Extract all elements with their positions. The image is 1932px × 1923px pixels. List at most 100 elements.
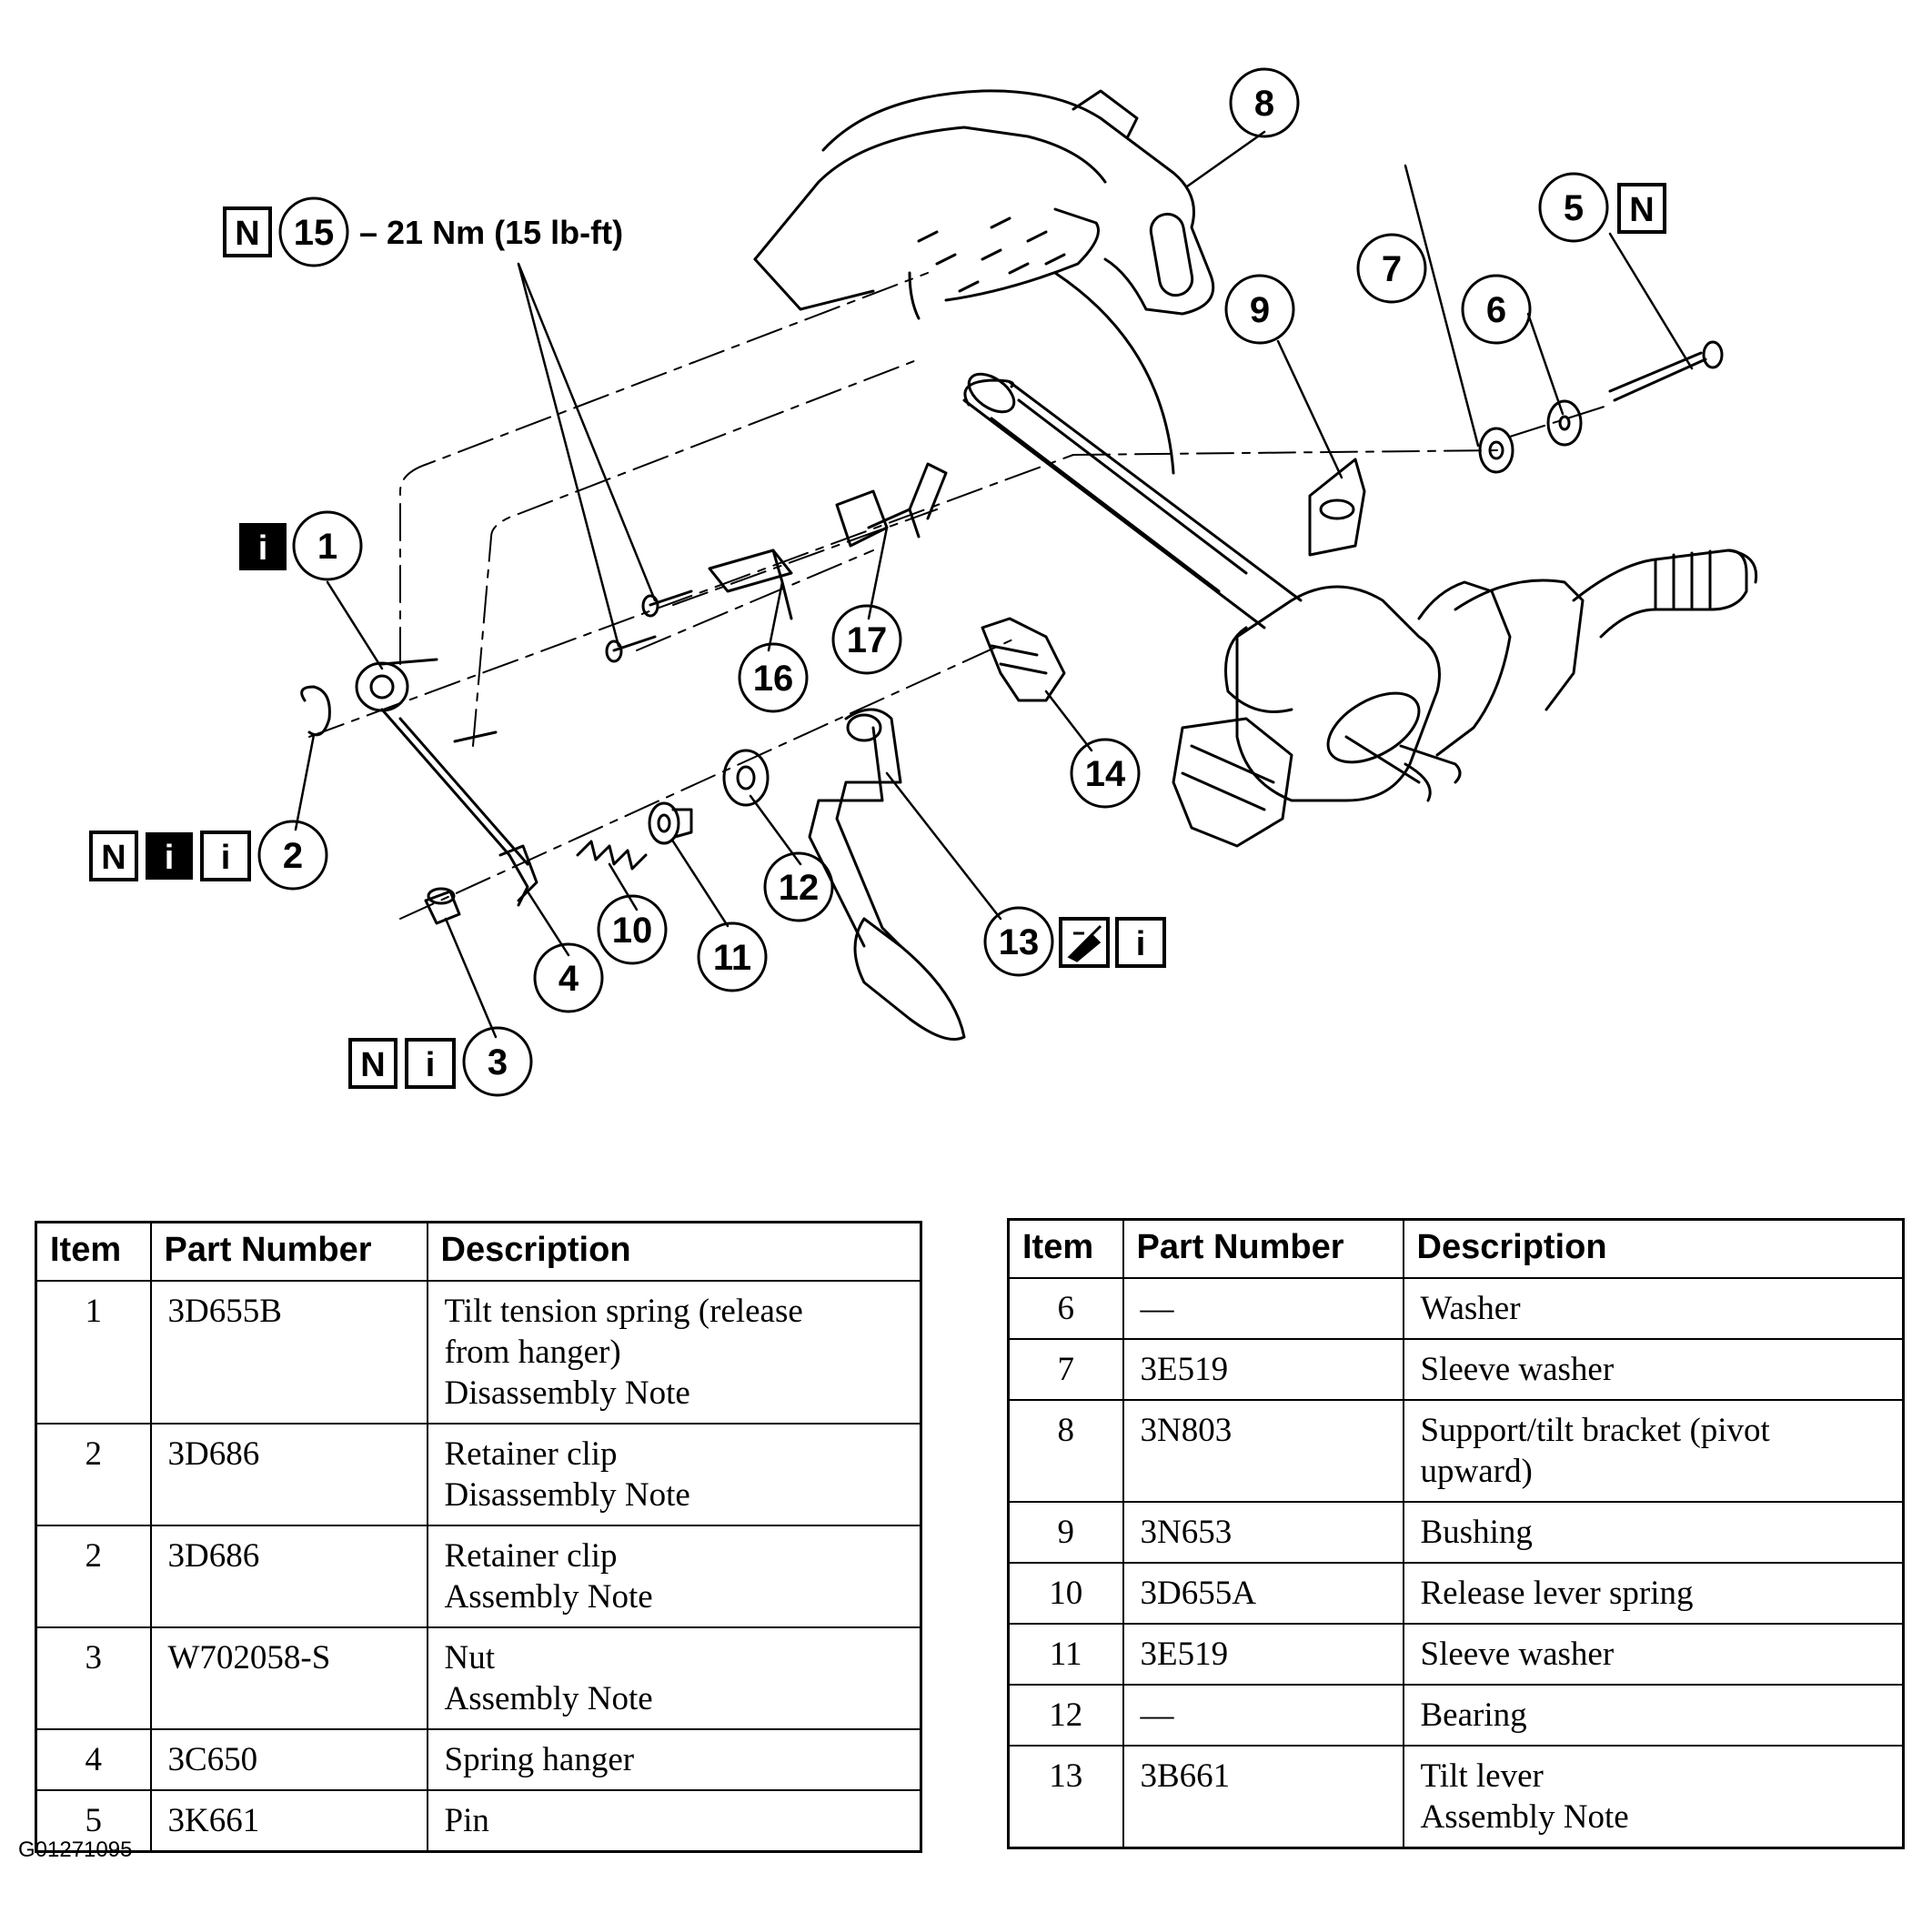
callout-7: 7: [1356, 233, 1427, 304]
svg-text:11: 11: [713, 938, 751, 978]
bracket-17-part: [835, 462, 948, 548]
cell-part-number: —: [1122, 1684, 1404, 1747]
description-line: Washer: [1420, 1290, 1521, 1327]
washer-6-part: [1546, 399, 1583, 447]
svg-text:4: 4: [558, 959, 579, 999]
description-line: Retainer clip: [444, 1537, 618, 1575]
svg-text:16: 16: [753, 659, 794, 699]
alignment-lines: [308, 272, 1611, 920]
cell-part-number: 3E519: [1122, 1623, 1404, 1686]
svg-text:13: 13: [999, 922, 1040, 962]
description-line: Tilt lever: [1420, 1757, 1544, 1795]
callout-8: 8: [1229, 67, 1300, 138]
callout-16: 16: [738, 642, 809, 713]
callout-17: 17: [831, 604, 902, 675]
cell-part-number: 3N803: [1122, 1399, 1404, 1503]
svg-text:10: 10: [612, 911, 653, 951]
cell-item: 11: [1007, 1623, 1124, 1686]
table-header-row: Item Part Number Description: [35, 1221, 922, 1282]
bearing-part: [722, 749, 770, 807]
svg-text:6: 6: [1486, 290, 1506, 330]
svg-text:17: 17: [847, 620, 888, 660]
pin-part: [1608, 340, 1724, 402]
svg-text:N: N: [235, 215, 259, 253]
cell-part-number: 3K661: [149, 1789, 428, 1853]
svg-text:i: i: [1136, 925, 1146, 963]
cell-item: 6: [1007, 1277, 1124, 1340]
column-header-item: Item: [1007, 1218, 1124, 1279]
cell-part-number: 3D655B: [149, 1280, 428, 1425]
description-line: Tilt tension spring (release: [444, 1293, 803, 1330]
callout-group: 8 5 7 6 9 15 1 2 16 17 14 12 10 11 4 3 1…: [257, 67, 1609, 1097]
cell-item: 9: [1007, 1501, 1124, 1564]
leader-lines: [294, 130, 1694, 1039]
svg-text:15: 15: [294, 213, 335, 253]
cell-description: Bushing: [1402, 1501, 1905, 1564]
bolt-15-upper: [641, 589, 693, 618]
description-line: Assembly Note: [444, 1578, 653, 1616]
cell-item: 2: [35, 1423, 152, 1526]
assembly-info-icon-3: i: [405, 1038, 456, 1089]
column-header-description: Description: [426, 1221, 922, 1282]
table-row: 6— Washer: [1007, 1277, 1905, 1340]
svg-text:5: 5: [1564, 188, 1584, 228]
callout-5: 5: [1538, 172, 1609, 243]
cell-description: Sleeve washer: [1402, 1623, 1905, 1686]
disassembly-info-icon-1: i: [239, 523, 287, 570]
callout-1: 1: [292, 510, 363, 581]
figure-code: G01271095: [18, 1837, 133, 1862]
assembly-info-icon-13: i: [1115, 917, 1166, 968]
bushing-part: [1308, 458, 1366, 557]
cell-description: Bearing: [1402, 1684, 1905, 1747]
svg-text:3: 3: [488, 1042, 508, 1082]
cell-part-number: 3N653: [1122, 1501, 1404, 1564]
cell-item: 4: [35, 1728, 152, 1791]
cell-item: 13: [1007, 1745, 1124, 1849]
cell-part-number: —: [1122, 1277, 1404, 1340]
callout-13: 13: [983, 906, 1054, 977]
new-part-badge-15: N: [223, 206, 272, 257]
cell-item: 10: [1007, 1562, 1124, 1625]
cell-description: Sleeve washer: [1402, 1338, 1905, 1401]
description-line: Assembly Note: [444, 1680, 653, 1717]
new-part-badge-2: N: [89, 831, 138, 881]
cell-description: Washer: [1402, 1277, 1905, 1340]
callout-12: 12: [763, 851, 834, 922]
cell-item: 1: [35, 1280, 152, 1425]
svg-text:12: 12: [779, 868, 820, 908]
svg-text:N: N: [101, 839, 126, 877]
description-line: Support/tilt bracket (pivot: [1420, 1412, 1770, 1449]
svg-text:8: 8: [1254, 84, 1274, 124]
callout-11: 11: [697, 921, 768, 992]
cell-item: 7: [1007, 1338, 1124, 1401]
svg-text:7: 7: [1382, 249, 1402, 289]
svg-text:i: i: [426, 1046, 436, 1084]
column-header-item: Item: [35, 1221, 152, 1282]
description-line: Release lever spring: [1420, 1575, 1694, 1612]
description-line: Disassembly Note: [444, 1374, 690, 1412]
callout-2: 2: [257, 820, 328, 891]
svg-text:N: N: [360, 1046, 385, 1084]
cell-item: 8: [1007, 1399, 1124, 1503]
svg-text:14: 14: [1085, 754, 1126, 794]
release-lever-part: [981, 617, 1066, 702]
table-header-row: Item Part Number Description: [1007, 1218, 1905, 1279]
cell-description: Release lever spring: [1402, 1562, 1905, 1625]
callout-4: 4: [533, 942, 604, 1013]
svg-text:2: 2: [283, 836, 303, 876]
column-header-part-number: Part Number: [149, 1221, 428, 1282]
release-lever-spring-part: [576, 840, 648, 871]
description-line: Bearing: [1420, 1696, 1527, 1734]
description-line: Retainer clip: [444, 1435, 618, 1473]
cell-item: 5: [35, 1789, 152, 1853]
